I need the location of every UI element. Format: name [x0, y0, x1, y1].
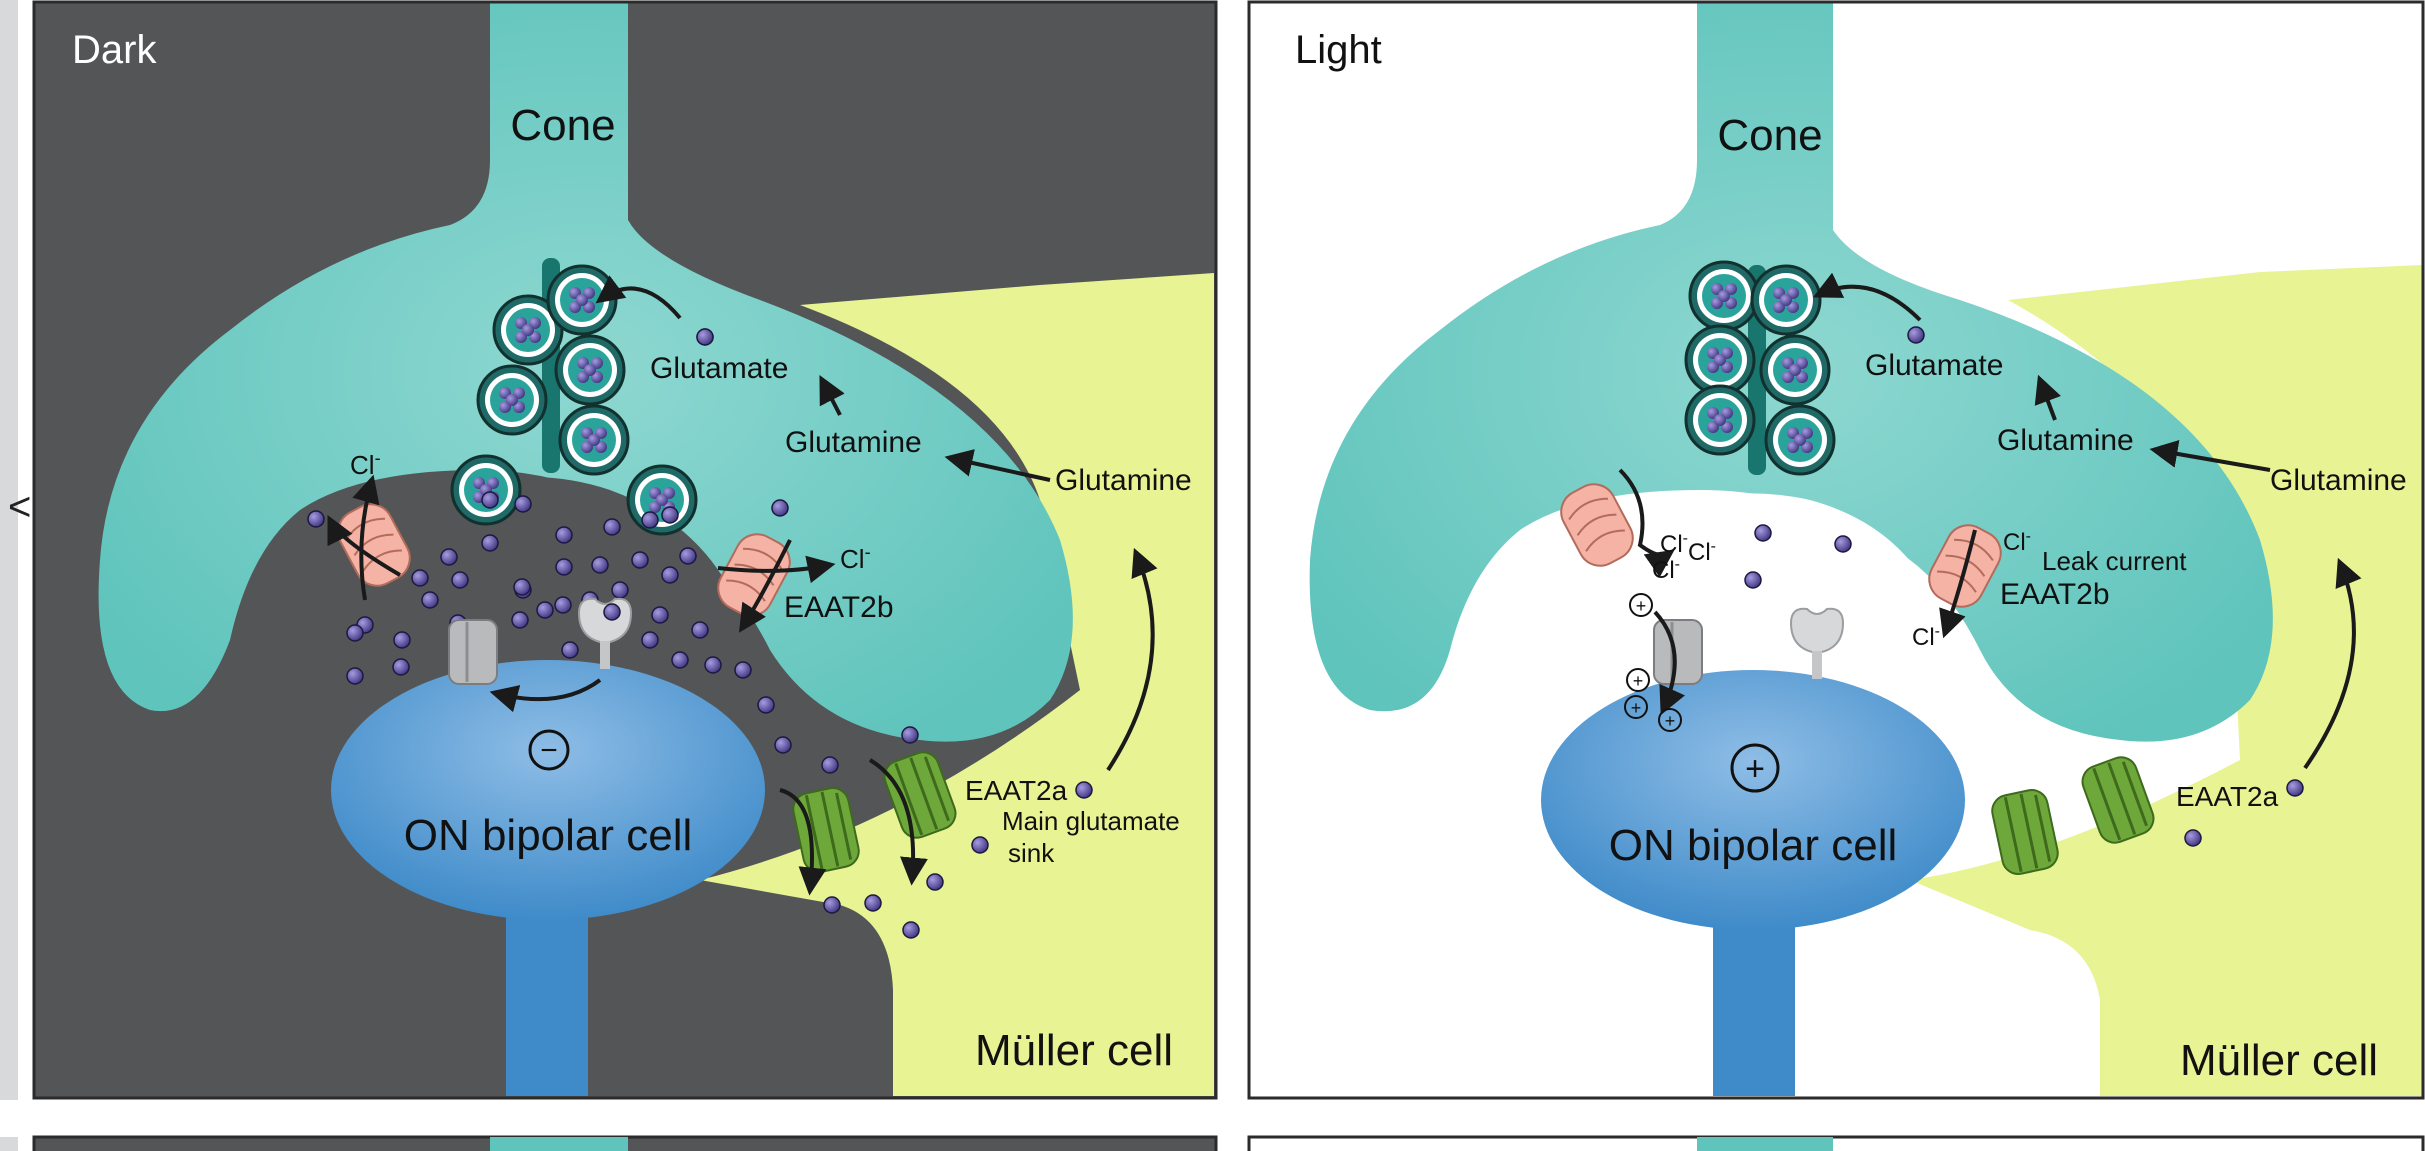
muller-cell [700, 273, 1214, 1096]
svg-text:+: + [1636, 596, 1647, 616]
svg-text:+: + [1665, 711, 1676, 731]
vesicle [1688, 260, 1760, 332]
excitation-sign-circle [1730, 743, 1780, 793]
glutamate-label: Glutamate [650, 352, 788, 385]
panel-dark: Dark Cone Glutamate Glutamine Glutamine … [32, 0, 1218, 1100]
sink-label: sink [1008, 838, 1055, 868]
bound-glutamate [603, 603, 621, 621]
glutamine-inner-label: Glutamine [1997, 424, 2134, 457]
cone-label: Cone [1717, 111, 1822, 160]
chloride-label: Cl- [1912, 623, 1940, 651]
panel-border [1247, 0, 2425, 1100]
svg-text:+: + [1633, 671, 1644, 691]
eaat2b-label: EAAT2b [784, 591, 894, 624]
flow-arrows [327, 275, 1158, 896]
glutamine-outer-label: Glutamine [1055, 464, 1192, 497]
sink-label: Main glutamate [1002, 806, 1180, 836]
inhibition-sign-circle [528, 729, 570, 771]
vesicle [1684, 324, 1756, 396]
panel-light: Light Cone Glutamate Glutamine Glutamine… [1247, 0, 2425, 1100]
left-margin-strip [0, 0, 18, 1100]
next-row-preview [0, 1135, 2425, 1151]
chloride-label: Cl- [1652, 556, 1680, 584]
glutamine-inner-label: Glutamine [785, 426, 922, 459]
vesicle [1750, 264, 1822, 336]
glutamine-outer-label: Glutamine [2270, 464, 2407, 497]
vesicle [1759, 334, 1831, 406]
glutamate-receptor [1652, 618, 1704, 686]
vesicle [546, 264, 618, 336]
glutamate-receptor [447, 618, 499, 686]
vesicle [476, 364, 548, 436]
vesicle [554, 334, 626, 406]
vesicle [1764, 404, 1836, 476]
muller-label: Müller cell [2180, 1036, 2378, 1085]
svg-text:+: + [1631, 698, 1642, 718]
vesicle [1684, 384, 1756, 456]
leak-current-label: Leak current [2042, 546, 2187, 576]
cation-signs: + + + + [1624, 593, 1682, 732]
muller-label: Müller cell [975, 1026, 1173, 1075]
inhibition-sign: − [540, 734, 558, 767]
cone-label: Cone [510, 101, 615, 150]
vesicle [450, 454, 522, 526]
vesicle [626, 464, 698, 536]
chloride-label: Cl- [350, 448, 381, 480]
excitation-sign: + [1745, 750, 1765, 788]
chloride-label: Cl- [840, 542, 871, 574]
eaat2a-label: EAAT2a [965, 775, 1068, 806]
panel-border [32, 0, 1218, 1100]
bipolar-label: ON bipolar cell [404, 811, 693, 860]
glutamate-molecule [696, 328, 714, 346]
panel-title: Dark [72, 28, 157, 72]
chloride-label: Cl- [1688, 538, 1716, 566]
glutamate-label: Glutamate [1865, 349, 2003, 382]
flow-arrows [1618, 272, 2362, 770]
eaat2b-label: EAAT2b [2000, 578, 2110, 611]
eaat2a-label: EAAT2a [2176, 781, 2279, 812]
chloride-label: Cl- [1660, 530, 1688, 558]
bipolar-label: ON bipolar cell [1609, 821, 1898, 870]
on-bipolar-cell [331, 660, 765, 920]
chloride-label: Cl- [2003, 528, 2031, 556]
on-bipolar-cell [1541, 670, 1965, 930]
vesicle [558, 404, 630, 476]
muller-cell [1910, 265, 2423, 1096]
panel-title: Light [1295, 28, 1382, 72]
left-margin-glyph: < [8, 485, 31, 529]
